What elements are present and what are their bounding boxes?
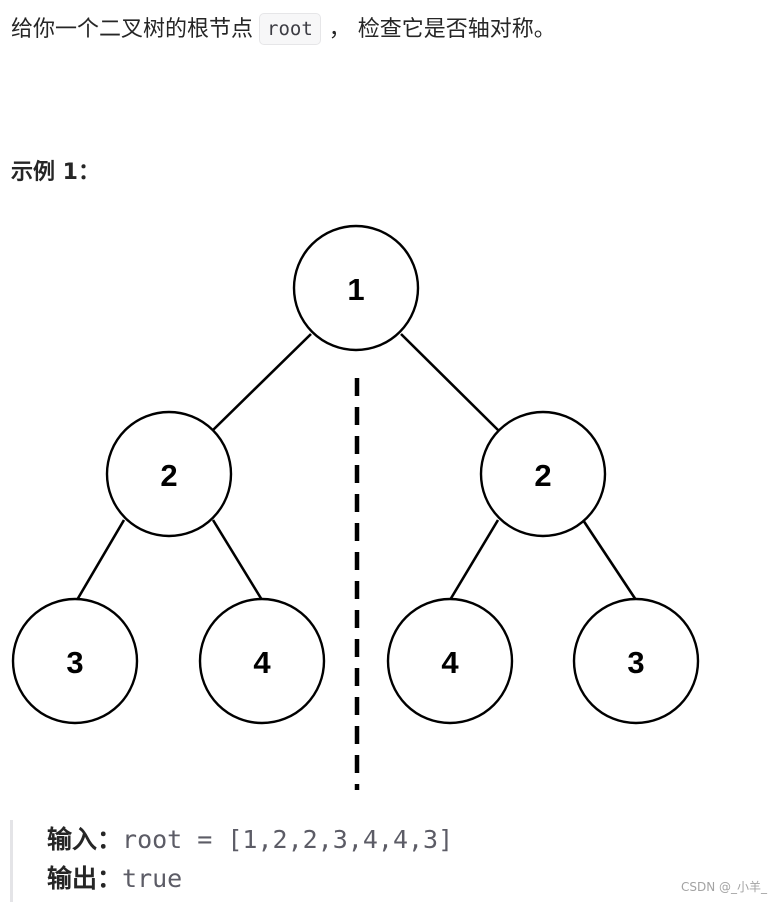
example-input-line: 输入：root = [1,2,2,3,4,4,3] (47, 820, 650, 859)
example-io-block: 输入：root = [1,2,2,3,4,4,3] 输出：true (10, 820, 650, 902)
example-heading: 示例 1： (11, 160, 100, 185)
tree-node-right-label: 2 (534, 458, 551, 493)
edge-left-left (75, 519, 126, 601)
csdn-watermark: CSDN @_小羊_ (680, 880, 767, 894)
tree-node-right-left-label: 4 (441, 645, 459, 680)
tree-node-root-circle (292, 224, 420, 352)
tree-node-root: 1 (292, 224, 420, 352)
tree-node-right-right-label: 3 (627, 645, 644, 680)
tree-node-right: 2 (479, 410, 607, 538)
input-value: root = [1,2,2,3,4,4,3] (122, 825, 454, 854)
output-value: true (122, 864, 183, 893)
tree-node-left: 2 (105, 410, 233, 538)
tree-node-right-left: 4 (386, 597, 514, 725)
input-label: 输入： (47, 825, 123, 854)
edge-left-right (211, 519, 264, 601)
edge-right-left (448, 519, 500, 601)
problem-text-after: ， 检查它是否轴对称。 (328, 17, 556, 42)
tree-node-left-right: 4 (198, 597, 326, 725)
tree-node-left-right-label: 4 (253, 645, 271, 680)
tree-node-left-right-circle (198, 597, 326, 725)
tree-node-root-label: 1 (347, 272, 364, 307)
problem-text-before: 给你一个二叉树的根节点 (11, 17, 254, 42)
edge-root-left (212, 333, 312, 431)
tree-node-right-left-circle (386, 597, 514, 725)
tree-node-right-right-circle (572, 597, 700, 725)
tree-node-right-right: 3 (572, 597, 700, 725)
edge-root-right (400, 333, 499, 431)
output-label: 输出： (47, 864, 123, 893)
inline-code-root: root (259, 13, 321, 45)
tree-node-left-left-label: 3 (66, 645, 83, 680)
example-output-line: 输出：true (47, 859, 650, 898)
tree-node-left-left-circle (11, 597, 139, 725)
edge-right-right (581, 519, 638, 601)
tree-node-left-label: 2 (160, 458, 177, 493)
tree-node-left-circle (105, 410, 233, 538)
tree-node-left-left: 3 (11, 597, 139, 725)
tree-node-right-circle (479, 410, 607, 538)
symmetric-tree-diagram: 1 2 2 3 4 4 3 (11, 224, 700, 790)
